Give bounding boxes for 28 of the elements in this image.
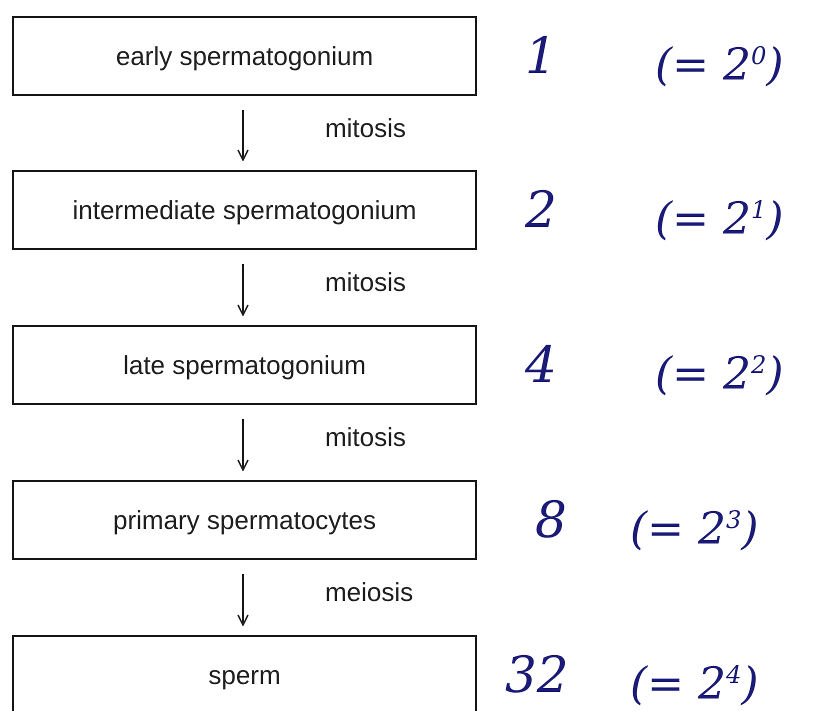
- count-number: 2: [525, 180, 557, 240]
- arrow: [237, 110, 249, 161]
- count-number: 32: [505, 645, 569, 705]
- edge-label: mitosis: [325, 422, 406, 452]
- process-box: [12, 635, 477, 711]
- process-box: [12, 325, 477, 405]
- count-number: 8: [535, 490, 567, 550]
- arrow: [237, 419, 249, 471]
- power-of-two-note: (= 2$^{1}$): [655, 192, 784, 247]
- box-label: early spermatogonium: [116, 40, 374, 72]
- box-label: late spermatogonium: [123, 350, 366, 380]
- box-label: primary spermatocytes: [113, 504, 376, 536]
- process-box: [12, 480, 477, 560]
- edge-label: mitosis: [325, 267, 406, 297]
- count-number: 1: [525, 26, 557, 86]
- arrow: [237, 264, 249, 316]
- count-number: 4: [525, 335, 557, 395]
- power-of-two-note: (= 2$^{2}$): [655, 348, 784, 402]
- power-of-two-note: (= 2$^{0}$): [655, 38, 784, 93]
- process-box: [12, 170, 477, 250]
- edge-label: meiosis: [325, 577, 414, 607]
- power-of-two-note: (= 2$^{3}$): [630, 502, 759, 557]
- arrow: [237, 574, 249, 626]
- edge-label: mitosis: [325, 113, 406, 143]
- process-box: [12, 16, 477, 96]
- box-label: sperm: [208, 660, 281, 690]
- box-label: intermediate spermatogonium: [72, 194, 416, 226]
- power-of-two-note: (= 2$^{4}$): [630, 658, 759, 711]
